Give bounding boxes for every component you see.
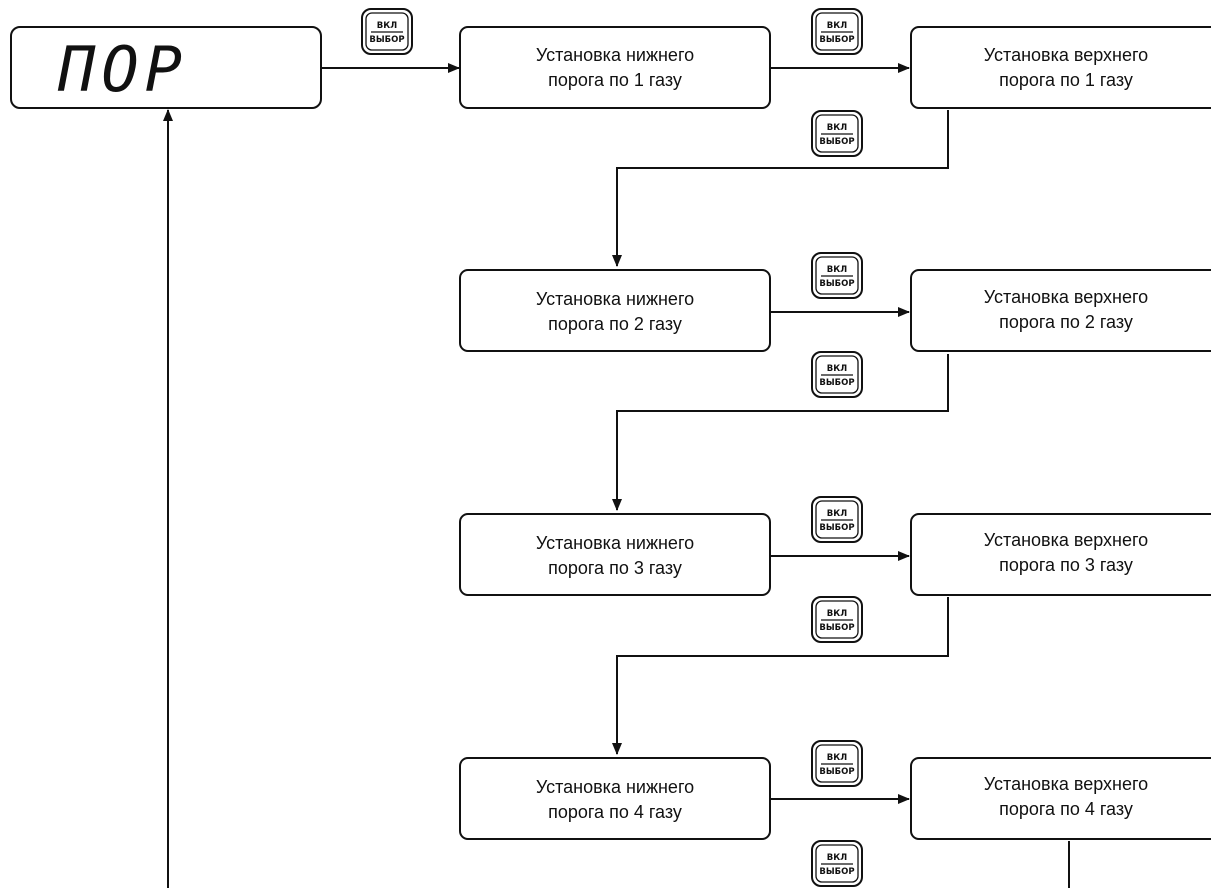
step-lower-1-line2: порога по 1 газу: [548, 70, 682, 90]
row-3: Установка нижнего порога по 3 газу Устан…: [459, 513, 1211, 596]
connector-row1-to-row2: [612, 110, 949, 267]
step-lower-2-line2: порога по 2 газу: [548, 314, 682, 334]
key-label-bottom: ВЫБОР: [819, 623, 854, 633]
key-label-bottom: ВЫБОР: [819, 137, 854, 147]
key-label-bottom: ВЫБОР: [369, 35, 404, 45]
key-vkl-vybor-icon: ВКЛ ВЫБОР: [811, 351, 863, 398]
step-upper-2: [910, 269, 1211, 352]
key-vkl-vybor-icon: ВКЛ ВЫБОР: [361, 8, 413, 55]
step-upper-3-line2: порога по 3 газу: [999, 555, 1133, 575]
key-vkl-vybor-icon: ВКЛ ВЫБОР: [811, 596, 863, 643]
key-label-top: ВКЛ: [827, 753, 848, 763]
step-lower-2: [459, 269, 771, 352]
step-lower-2-line1: Установка нижнего: [536, 289, 694, 309]
step-upper-4-line1: Установка верхнего: [984, 774, 1148, 794]
row-1: Установка нижнего порога по 1 газу Устан…: [459, 26, 1211, 109]
display-panel: ПОР: [10, 26, 322, 109]
key-label-top: ВКЛ: [827, 21, 848, 31]
connector-lines: [163, 63, 1070, 888]
key-vkl-vybor-icon: ВКЛ ВЫБОР: [811, 496, 863, 543]
step-lower-3-line1: Установка нижнего: [536, 533, 694, 553]
key-label-top: ВКЛ: [827, 364, 848, 374]
row-4: Установка нижнего порога по 4 газу Устан…: [459, 757, 1211, 840]
step-lower-3: [459, 513, 771, 596]
step-lower-4: [459, 757, 771, 840]
key-label-bottom: ВЫБОР: [819, 378, 854, 388]
key-label-top: ВКЛ: [827, 853, 848, 863]
step-upper-2-line2: порога по 2 газу: [999, 312, 1133, 332]
key-label-bottom: ВЫБОР: [819, 35, 854, 45]
step-lower-4-line2: порога по 4 газу: [548, 802, 682, 822]
step-lower-3-line2: порога по 3 газу: [548, 558, 682, 578]
key-label-top: ВКЛ: [827, 609, 848, 619]
connector-row3-to-row4: [612, 597, 949, 755]
key-label-top: ВКЛ: [827, 509, 848, 519]
key-icons: ВКЛ ВЫБОР ВКЛ ВЫБОР ВКЛ ВЫБОР ВКЛ ВЫБОР ВКЛ ВЫБОР…: [361, 8, 863, 887]
step-upper-1-line2: порога по 1 газу: [999, 70, 1133, 90]
step-lower-4-line1: Установка нижнего: [536, 777, 694, 797]
key-label-bottom: ВЫБОР: [819, 279, 854, 289]
step-upper-4-line2: порога по 4 газу: [999, 799, 1133, 819]
key-label-bottom: ВЫБОР: [819, 867, 854, 877]
key-vkl-vybor-icon: ВКЛ ВЫБОР: [811, 840, 863, 887]
key-label-top: ВКЛ: [377, 21, 398, 31]
step-lower-1: [459, 26, 771, 109]
step-lower-1-line1: Установка нижнего: [536, 45, 694, 65]
key-vkl-vybor-icon: ВКЛ ВЫБОР: [811, 8, 863, 55]
step-upper-2-line1: Установка верхнего: [984, 287, 1148, 307]
key-label-bottom: ВЫБОР: [819, 523, 854, 533]
key-label-top: ВКЛ: [827, 265, 848, 275]
step-upper-3: [910, 513, 1211, 596]
row-2: Установка нижнего порога по 2 газу Устан…: [459, 269, 1211, 352]
connector-row2-to-row3: [612, 354, 949, 511]
step-upper-4: [910, 757, 1211, 840]
key-vkl-vybor-icon: ВКЛ ВЫБОР: [811, 110, 863, 157]
key-vkl-vybor-icon: ВКЛ ВЫБОР: [811, 252, 863, 299]
step-upper-1-line1: Установка верхнего: [984, 45, 1148, 65]
key-label-bottom: ВЫБОР: [819, 767, 854, 777]
step-upper-3-line1: Установка верхнего: [984, 530, 1148, 550]
display-text: ПОР: [57, 33, 188, 106]
step-upper-1: [910, 26, 1211, 109]
key-label-top: ВКЛ: [827, 123, 848, 133]
key-vkl-vybor-icon: ВКЛ ВЫБОР: [811, 740, 863, 787]
